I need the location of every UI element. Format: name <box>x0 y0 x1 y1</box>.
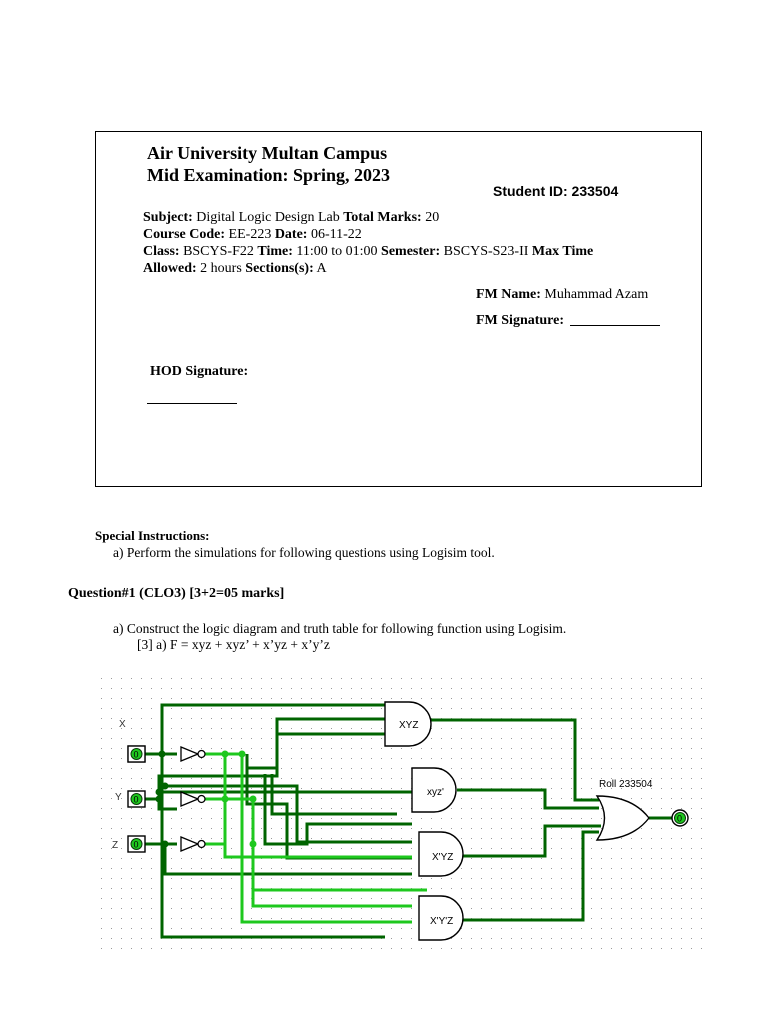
fm-name-label: FM Name: <box>476 287 541 302</box>
gate-label-4: X'Y'Z <box>430 916 453 927</box>
input-x-label: X <box>119 719 126 730</box>
fm-signature-blank <box>570 325 661 326</box>
hod-signature-blank <box>147 403 237 404</box>
subject-label: Subject: <box>143 210 193 225</box>
input-pins: X 0 Y 0 Z 0 <box>112 719 146 853</box>
time-value: 11:00 to 01:00 <box>296 244 378 259</box>
and-gate-xyz-prime <box>411 767 457 813</box>
input-y-label: Y <box>115 792 122 803</box>
question-1-part-a: a) Construct the logic diagram and truth… <box>113 621 567 636</box>
semester-value: BSCYS-S23-II <box>443 244 529 259</box>
class-value: BSCYS-F22 <box>183 244 254 259</box>
max-time-label: Max Time <box>531 244 594 259</box>
date-label: Date: <box>274 227 308 242</box>
meta-line-3: Class: BSCYS-F22 Time: 11:00 to 01:00 Se… <box>143 243 593 260</box>
question-1-title: Question#1 (CLO3) [3+2=05 marks] <box>68 586 285 601</box>
and-gate-xprime-yz <box>418 831 464 877</box>
fm-signature-label: FM Signature: <box>476 313 565 328</box>
input-z-label: Z <box>112 840 118 851</box>
gate-labels: XYZ xyz' X'YZ X'Y'Z <box>399 720 453 927</box>
allowed-label: Allowed: <box>143 261 197 276</box>
university-name: Air University Multan Campus <box>147 143 388 163</box>
question-1-function: [3] a) F = xyz + xyz’ + x’yz + x’y’z <box>137 637 330 652</box>
not-gate-z <box>180 836 200 852</box>
fm-name-line: FM Name: Muhammad Azam <box>476 287 648 303</box>
fm-name-value: Muhammad Azam <box>544 287 649 302</box>
total-marks-value: 20 <box>425 210 440 225</box>
input-y-value: 0 <box>134 795 139 805</box>
output-value: 0 <box>677 814 682 824</box>
gate-label-3: X'YZ <box>432 852 453 863</box>
meta-line-1: Subject: Digital Logic Design Lab Total … <box>143 209 439 226</box>
input-z-value: 0 <box>134 840 139 850</box>
student-id: Student ID: 233504 <box>493 183 619 199</box>
and-gate-xyz <box>384 701 432 747</box>
allowed-value: 2 hours <box>200 261 242 276</box>
light-wires <box>205 752 427 924</box>
course-code-label: Course Code: <box>143 227 226 242</box>
input-x-value: 0 <box>134 750 139 760</box>
x-wire-to-gate4 <box>160 754 385 939</box>
exam-title: Mid Examination: Spring, 2023 <box>147 165 391 185</box>
time-label: Time: <box>257 244 293 259</box>
not-gates <box>180 746 206 852</box>
instruction-item: a) Perform the simulations for following… <box>113 545 495 560</box>
fm-signature-line: FM Signature: <box>476 313 661 329</box>
and-gates <box>384 701 464 941</box>
hod-signature-label: HOD Signature: <box>150 364 249 379</box>
gate-label-1: XYZ <box>399 720 418 731</box>
sections-value: A <box>316 261 327 276</box>
meta-line-2: Course Code: EE-223 Date: 06-11-22 <box>143 226 362 243</box>
not-gate-x <box>180 746 200 762</box>
meta-line-4: Allowed: 2 hours Sections(s): A <box>143 260 327 277</box>
exam-header-box <box>95 131 702 487</box>
not-gate-y <box>180 791 200 807</box>
or-gate-label: Roll 233504 <box>599 779 653 790</box>
subject-value: Digital Logic Design Lab <box>196 210 340 225</box>
course-code-value: EE-223 <box>228 227 272 242</box>
gate-label-2: xyz' <box>427 787 444 798</box>
and-gate-xprime-yprime-z <box>418 895 464 941</box>
date-value: 06-11-22 <box>310 227 362 242</box>
sections-label: Sections(s): <box>245 261 314 276</box>
or-gate <box>595 795 650 841</box>
special-instructions-title: Special Instructions: <box>95 528 210 543</box>
logisim-circuit-diagram: X 0 Y 0 Z 0 XYZ xyz <box>97 674 705 954</box>
total-marks-label: Total Marks: <box>343 210 422 225</box>
junction-dots <box>155 750 257 848</box>
semester-label: Semester: <box>381 244 441 259</box>
class-label: Class: <box>143 244 180 259</box>
